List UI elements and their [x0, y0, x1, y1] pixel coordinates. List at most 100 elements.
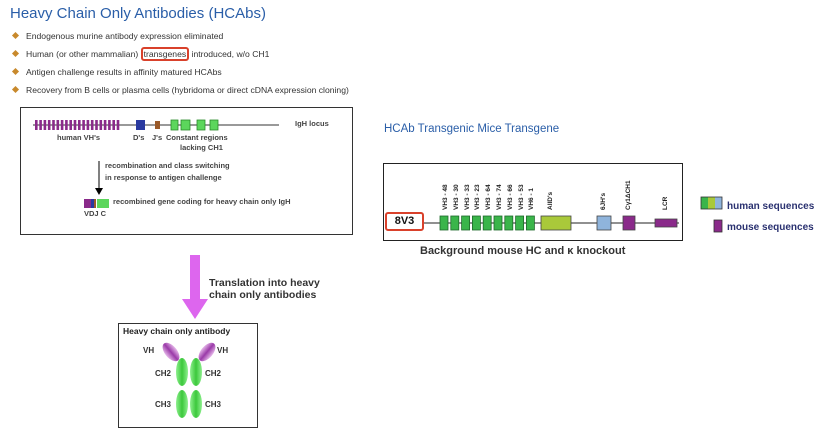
vh-gene-label: VH3 - 30 — [452, 184, 460, 210]
legend-mouse-swatch — [713, 219, 723, 233]
human-vh-label: human VH's — [57, 133, 101, 142]
j-segment — [155, 121, 160, 129]
jh-label: 6JH's — [600, 192, 607, 210]
human-vh-segment — [52, 120, 55, 130]
antigen-challenge-label: in response to antigen challenge — [105, 173, 222, 182]
ch2-left-label: CH2 — [155, 369, 172, 378]
vh-gene-label: VH3 - 66 — [506, 184, 514, 210]
antibody-title: Heavy chain only antibody — [123, 326, 231, 336]
vh-gene-label: VH3 - 33 — [463, 184, 471, 210]
human-vh-segment — [95, 120, 98, 130]
constant-region-segments — [170, 119, 219, 131]
human-vh-segment — [90, 120, 94, 130]
legend-mouse-label: mouse sequences — [727, 222, 814, 233]
human-vh-segment — [35, 120, 38, 130]
bullet-item: Endogenous murine antibody expression el… — [11, 27, 349, 45]
ch2-right-label: CH2 — [205, 369, 222, 378]
lcr-label: LCR — [662, 196, 669, 210]
legend-human-green — [701, 197, 708, 209]
constant-region-segment — [209, 119, 219, 131]
vh-right-domain — [198, 342, 216, 362]
transgene-vh-segment — [525, 215, 535, 231]
transgenes-highlight: transgenes — [140, 47, 190, 61]
ch3-right-domain — [190, 390, 202, 418]
constant-region-segment — [170, 119, 179, 131]
transgene-title: HCAb Transgenic Mice Transgene — [384, 123, 560, 135]
ch2-right-domain — [190, 358, 202, 386]
page-title: Heavy Chain Only Antibodies (HCAbs) — [10, 5, 266, 22]
vdj-v-block — [84, 199, 91, 208]
recombined-gene-label: recombined gene coding for heavy chain o… — [113, 197, 291, 206]
jh-segment — [596, 215, 612, 231]
human-vh-segment — [43, 120, 47, 130]
constant-regions-label: Constant regions — [166, 133, 228, 142]
human-vh-segment — [65, 120, 68, 130]
translation-arrow-head — [182, 299, 208, 319]
recombination-label: recombination and class switching — [105, 161, 230, 170]
human-vh-segment — [103, 120, 107, 130]
transgene-vh-segment — [493, 215, 503, 231]
ch3-left-label: CH3 — [155, 400, 172, 409]
arrow-head-icon — [95, 188, 103, 195]
transgene-vh-segment — [504, 215, 514, 231]
bullet-text: Recovery from B cells or plasma cells (h… — [26, 85, 349, 95]
igh-locus-label: IgH locus — [295, 119, 329, 128]
human-vh-segment — [39, 120, 42, 130]
vh-right-label: VH — [217, 346, 229, 355]
legend-swatches — [700, 196, 723, 233]
vh-gene-label: VH3 - 64 — [485, 184, 493, 210]
human-vh-segment — [78, 120, 81, 130]
human-vh-segment — [73, 120, 77, 130]
bullet-diamond-icon — [11, 85, 20, 94]
alld-label: AllD's — [547, 191, 554, 210]
transgene-vh-segments — [439, 215, 535, 231]
bullet-text-after: introduced, w/o CH1 — [189, 49, 270, 59]
translation-arrow-icon — [182, 255, 208, 319]
vdj-c-block — [97, 199, 109, 208]
human-vh-segment — [112, 120, 115, 130]
vh-left-domain — [162, 342, 180, 362]
legend-human-blue — [715, 197, 722, 209]
igh-locus-graphic — [33, 119, 279, 208]
igh-locus-diagram: IgH locus human VH's D's J's Constant re… — [20, 107, 353, 235]
human-vh-segment — [86, 120, 90, 130]
legend-human-lime — [708, 197, 715, 209]
8v3-badge: 8V3 — [385, 212, 424, 231]
vdj-j-block — [94, 199, 96, 208]
ds-label: D's — [133, 133, 145, 142]
translation-arrow-shaft — [190, 255, 200, 301]
human-vh-segment — [108, 120, 111, 130]
vh-gene-label: VH3 - 48 — [442, 184, 449, 210]
vdjc-label: VDJ C — [84, 209, 107, 218]
bullet-diamond-icon — [11, 31, 20, 40]
legend-human-label: human sequences — [727, 201, 815, 212]
transgene-graphic — [404, 215, 679, 231]
bullet-diamond-icon — [11, 49, 20, 58]
heavy-chain-antibody-box: Heavy chain only antibody VH VH CH2 CH2 … — [118, 323, 258, 428]
transgene-vh-segment — [482, 215, 492, 231]
human-vh-segments — [35, 120, 120, 130]
vh-left-label: VH — [143, 346, 155, 355]
js-label: J's — [152, 133, 163, 142]
human-vh-segment — [60, 120, 64, 130]
cy1-segment — [622, 215, 636, 231]
human-vh-segment — [69, 120, 72, 130]
human-vh-segment — [82, 120, 85, 130]
transgene-vh-segment — [515, 215, 525, 231]
human-vh-segment — [56, 120, 60, 130]
ch2-left-domain — [176, 358, 188, 386]
vh-gene-label: VH3 - 53 — [517, 184, 525, 210]
bullet-text: Antigen challenge results in affinity ma… — [26, 67, 222, 77]
vh-gene-label: VH3 - 74 — [496, 184, 503, 210]
constant-region-segment — [196, 119, 206, 131]
human-vh-segment — [116, 120, 120, 130]
transgene-vh-segment — [461, 215, 470, 231]
translation-line-2: chain only antibodies — [209, 289, 317, 301]
constant-region-segment — [180, 119, 191, 131]
lacking-ch1-label: lacking CH1 — [180, 143, 223, 152]
ch3-right-label: CH3 — [205, 400, 222, 409]
bullet-item: Recovery from B cells or plasma cells (h… — [11, 81, 349, 99]
vh-gene-label: VH6 - 1 — [528, 187, 536, 210]
bullet-text: Endogenous murine antibody expression el… — [26, 31, 224, 41]
